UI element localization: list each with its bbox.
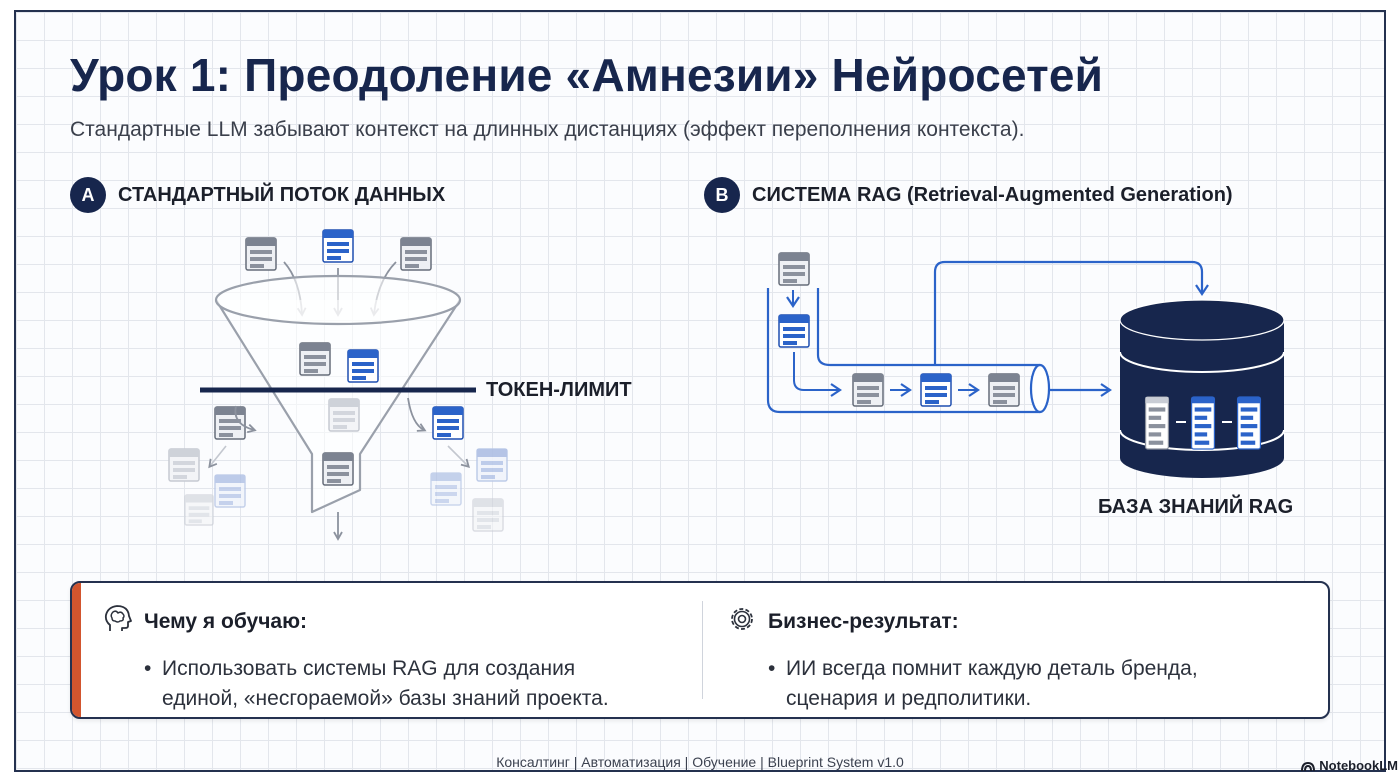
database-label: БАЗА ЗНАНИЙ RAG [1098, 496, 1294, 518]
lost-doc [472, 498, 504, 532]
section-a-badge: A [70, 177, 106, 213]
info-divider [702, 601, 703, 699]
info-right-line1: ИИ всегда помнит каждую деталь бренда, [786, 657, 1198, 680]
pipe-outer [766, 288, 1040, 414]
funnel-doc [322, 452, 354, 486]
pipe-end [1029, 363, 1051, 414]
pipe-inner [816, 288, 1040, 367]
funnel-doc-faded [328, 398, 360, 432]
incoming-doc [245, 237, 277, 271]
page-subtitle: Стандартные LLM забывают контекст на дли… [70, 118, 1025, 141]
info-left-column: Чему я обучаю: • Использовать системы RA… [102, 603, 609, 714]
lost-arrow [447, 445, 470, 468]
info-right-column: Бизнес-результат: • ИИ всегда помнит каж… [726, 603, 1198, 714]
pipe-doc-highlighted [920, 373, 952, 407]
funnel-doc [299, 342, 331, 376]
funnel-rim [214, 274, 462, 326]
db-doc [1144, 396, 1170, 450]
lost-doc [476, 448, 508, 482]
flow-arrow [793, 352, 842, 397]
info-right-title: Бизнес-результат: [768, 609, 959, 633]
page-title: Урок 1: Преодоление «Амнезии» Нейросетей [70, 49, 1104, 101]
brand-label: NotebookLM [1319, 758, 1398, 773]
info-right-item: • ИИ всегда помнит каждую деталь бренда,… [768, 654, 1198, 714]
rag-diagram [766, 252, 1285, 478]
section-a-header: A СТАНДАРТНЫЙ ПОТОК ДАННЫХ [70, 177, 445, 213]
retrieval-arrow [933, 260, 1209, 365]
lost-doc [168, 448, 200, 482]
bullet: • [144, 657, 152, 680]
section-b-header: B СИСТЕМА RAG (Retrieval-Augmented Gener… [704, 177, 1233, 213]
brand-mark: NotebookLM [1301, 758, 1398, 773]
section-b-badge: B [704, 177, 740, 213]
lost-doc [214, 474, 246, 508]
info-right-line2: сценария и редполитики. [786, 687, 1032, 710]
overflow-arrow [407, 397, 427, 432]
db-doc-highlighted [1236, 396, 1262, 450]
footer-text: Консалтинг | Автоматизация | Обучение | … [496, 754, 904, 770]
overflow-arrow [234, 405, 257, 434]
funnel-diagram [168, 229, 508, 541]
token-limit-label: ТОКЕН-ЛИМИТ [486, 379, 632, 401]
incoming-doc-highlighted [322, 229, 354, 263]
info-accent-bar [72, 583, 81, 717]
pipe-doc [988, 373, 1020, 407]
section-a-label: СТАНДАРТНЫЙ ПОТОК ДАННЫХ [118, 183, 446, 206]
brain-head-icon [102, 603, 134, 640]
lost-arrow [208, 445, 227, 469]
lost-doc [184, 494, 214, 526]
input-doc-highlighted [778, 314, 810, 348]
info-panel: Чему я обучаю: • Использовать системы RA… [70, 581, 1330, 719]
overflow-doc-highlighted [432, 406, 464, 440]
info-left-item: • Использовать системы RAG для создания … [144, 654, 609, 714]
lost-doc [430, 472, 462, 506]
bullet: • [768, 657, 776, 680]
incoming-doc [400, 237, 432, 271]
pipe-doc [852, 373, 884, 407]
database-icon [1119, 299, 1285, 478]
gear-icon [726, 603, 758, 640]
info-left-title: Чему я обучаю: [144, 609, 308, 633]
info-left-line1: Использовать системы RAG для создания [162, 657, 576, 680]
input-doc [778, 252, 810, 286]
funnel-doc-highlighted [347, 349, 379, 383]
db-doc-highlighted [1190, 396, 1216, 450]
section-b-label: СИСТЕМА RAG (Retrieval-Augmented Generat… [752, 183, 1233, 206]
notebooklm-icon [1301, 761, 1316, 771]
info-left-line2: единой, «несгораемой» базы знаний проект… [162, 687, 609, 710]
